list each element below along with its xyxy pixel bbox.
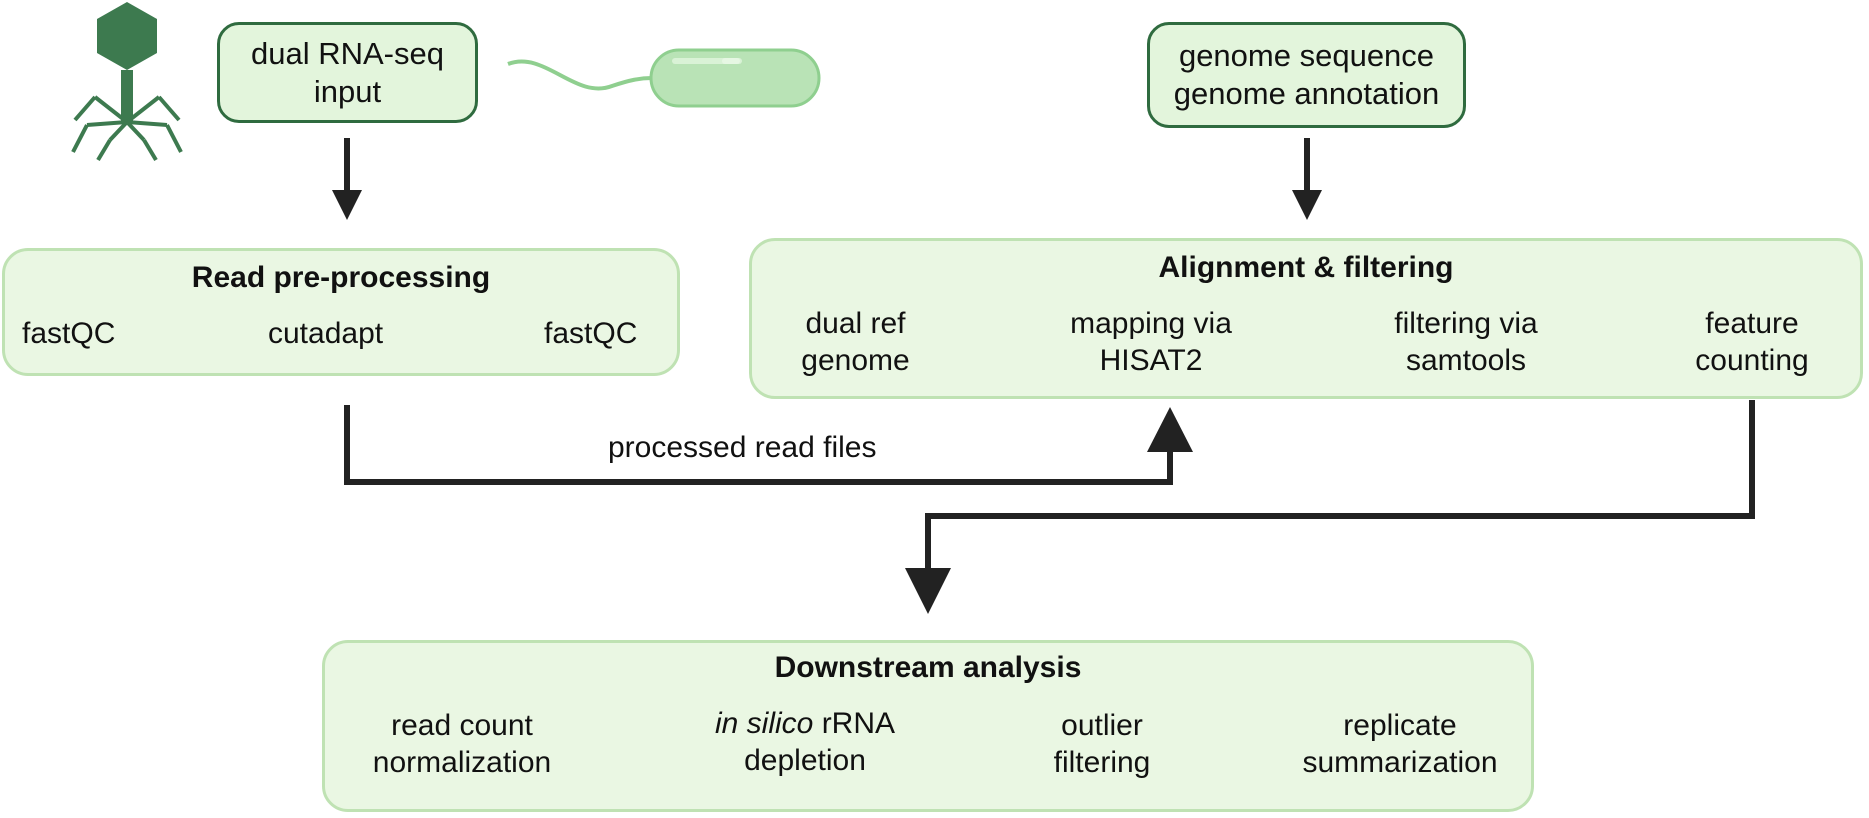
read-preprocessing-box [2, 248, 680, 376]
step-cutadapt: cutadapt [268, 317, 384, 350]
step-in-silico-rrna-depletion: in silico rRNA depletion [690, 702, 920, 782]
rnaseq-input-box: dual RNA-seq input [217, 22, 478, 123]
alignment-filtering-title: Alignment & filtering [1158, 251, 1454, 284]
step-feature-counting: feature counting [1672, 302, 1832, 382]
downstream-analysis-box [322, 640, 1534, 812]
read-preprocessing-title: Read pre-processing [191, 261, 491, 294]
rnaseq-input-line-1: dual RNA-seq [251, 35, 444, 71]
step-replicate-summarization: replicate summarization [1280, 704, 1520, 784]
step-outlier-line-2: filtering [1053, 746, 1151, 779]
step-filtering-samtools-line-2: samtools [1405, 344, 1527, 377]
step-dual-ref-genome: dual ref genome [768, 302, 943, 382]
in-silico-italic: in silico [714, 707, 814, 740]
step-outlier-line-1: outlier [1061, 709, 1143, 742]
step-filtering-samtools-line-1: filtering via [1394, 307, 1538, 340]
step-normalization-line-2: normalization [372, 746, 552, 779]
arrow-input-to-preprocessing [332, 138, 362, 220]
step-fastqc-2: fastQC [544, 317, 638, 350]
step-normalization-line-1: read count [391, 709, 533, 742]
phage-icon [71, 2, 183, 162]
genome-input-box: genome sequence genome annotation [1147, 22, 1466, 128]
step-mapping-hisat2-line-2: HISAT2 [1099, 344, 1203, 377]
step-dual-ref-genome-line-1: dual ref [805, 307, 906, 340]
rnaseq-input-line-2: input [313, 73, 382, 109]
downstream-analysis-title: Downstream analysis [774, 651, 1082, 684]
step-outlier-filtering: outlier filtering [1027, 704, 1177, 784]
arrow-genome-to-alignment [1292, 138, 1322, 220]
step-mapping-hisat2-line-1: mapping via [1070, 307, 1232, 340]
step-dual-ref-genome-line-2: genome [801, 344, 910, 377]
step-fastqc-1: fastQC [22, 317, 116, 350]
step-depletion-line-2: depletion [744, 744, 866, 777]
step-filtering-samtools: filtering via samtools [1366, 302, 1566, 382]
step-feature-counting-line-1: feature [1705, 307, 1799, 340]
connector-processed-reads [344, 405, 1193, 485]
step-depletion-rrna: rRNA [821, 707, 896, 740]
step-replicate-line-1: replicate [1343, 709, 1457, 742]
step-feature-counting-line-2: counting [1695, 344, 1809, 377]
bacterium-icon [507, 48, 821, 108]
step-replicate-line-2: summarization [1302, 746, 1498, 779]
step-mapping-hisat2: mapping via HISAT2 [1046, 302, 1256, 382]
alignment-filtering-box [749, 238, 1863, 399]
step-depletion-line-1: in silico rRNA [715, 705, 895, 742]
processed-read-files-label: processed read files [608, 431, 877, 464]
genome-input-line-1: genome sequence [1178, 38, 1435, 73]
connector-to-downstream [905, 400, 1755, 614]
step-read-count-normalization: read count normalization [352, 704, 572, 784]
genome-input-line-2: genome annotation [1173, 76, 1440, 111]
